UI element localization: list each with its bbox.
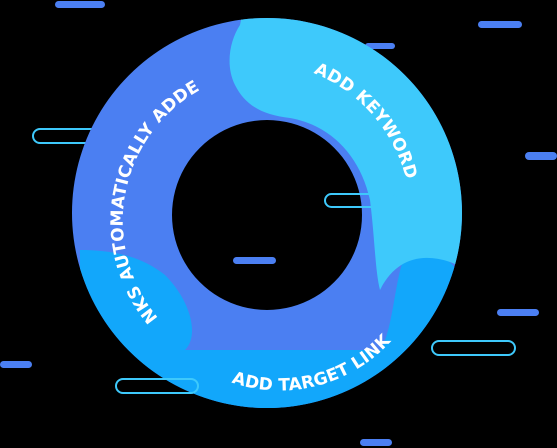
segment-add-keyword bbox=[229, 18, 462, 290]
dash-solid bbox=[497, 309, 539, 316]
dash-solid bbox=[478, 21, 522, 28]
dash-solid bbox=[0, 361, 32, 368]
decorative-outline-dashes bbox=[115, 193, 516, 394]
dash-outline bbox=[431, 340, 516, 356]
dash-solid bbox=[360, 439, 392, 446]
dash-solid bbox=[233, 257, 276, 264]
dash-outline bbox=[115, 378, 199, 394]
dash-solid bbox=[525, 152, 557, 160]
dash-outline bbox=[324, 193, 398, 208]
dash-solid bbox=[55, 1, 105, 8]
dash-solid bbox=[365, 43, 395, 49]
